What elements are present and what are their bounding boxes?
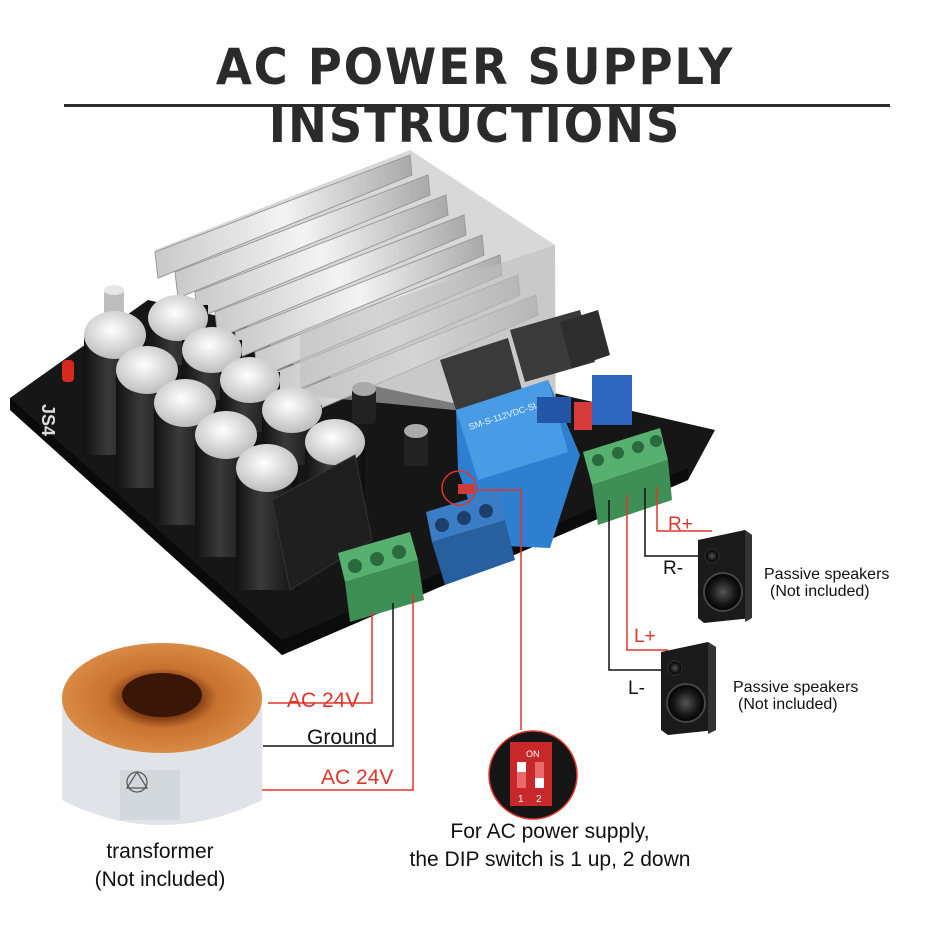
dip-pos-1: 1	[518, 794, 524, 805]
transformer-caption-line2: (Not included)	[94, 868, 226, 891]
l-minus-label: L-	[628, 678, 645, 699]
wiring-lines	[262, 486, 712, 791]
left-speaker-caption-2: (Not included)	[738, 696, 838, 713]
right-speaker	[698, 530, 752, 623]
transformer-caption: transformer (Not included)	[60, 838, 260, 894]
board-silk-label: JS4	[38, 404, 58, 436]
right-speaker-caption-1: Passive speakers	[764, 566, 890, 583]
left-speaker-caption-1: Passive speakers	[733, 679, 859, 696]
power-led	[62, 360, 74, 382]
title-underline	[64, 104, 890, 107]
transformer-caption-line1: transformer	[106, 840, 214, 863]
r-plus-label: R+	[668, 514, 693, 535]
film-capacitor-2	[592, 375, 632, 425]
capacitor-bank	[84, 295, 428, 590]
left-speaker	[661, 642, 716, 735]
dip-on-label: ON	[526, 749, 540, 759]
heatsink	[154, 150, 556, 425]
toroidal-transformer	[62, 643, 262, 825]
ac-terminal-block	[338, 532, 424, 622]
l-plus-label: L+	[634, 626, 656, 647]
dip-caption-line2: the DIP switch is 1 up, 2 down	[409, 848, 691, 871]
bridge-rectifier	[271, 454, 373, 591]
ac-input-label-2: AC 24V	[321, 766, 394, 789]
dip-switch-zoom: ON 1 2	[488, 730, 578, 820]
r-minus-label: R-	[663, 558, 684, 579]
dc-terminal-block	[426, 490, 515, 585]
film-capacitor	[537, 397, 571, 423]
output-chokes	[440, 310, 610, 410]
dip-switch-onboard	[458, 484, 474, 494]
ground-label: Ground	[307, 726, 378, 749]
right-speaker-caption-2: (Not included)	[770, 583, 870, 600]
dip-highlight-circle	[441, 470, 477, 506]
speaker-terminal-block	[583, 428, 672, 525]
dip-caption-line1: For AC power supply,	[450, 820, 650, 843]
ac-input-label-1: AC 24V	[287, 689, 360, 712]
dip-caption: For AC power supply, the DIP switch is 1…	[350, 818, 750, 874]
dip-pos-2: 2	[536, 794, 542, 805]
